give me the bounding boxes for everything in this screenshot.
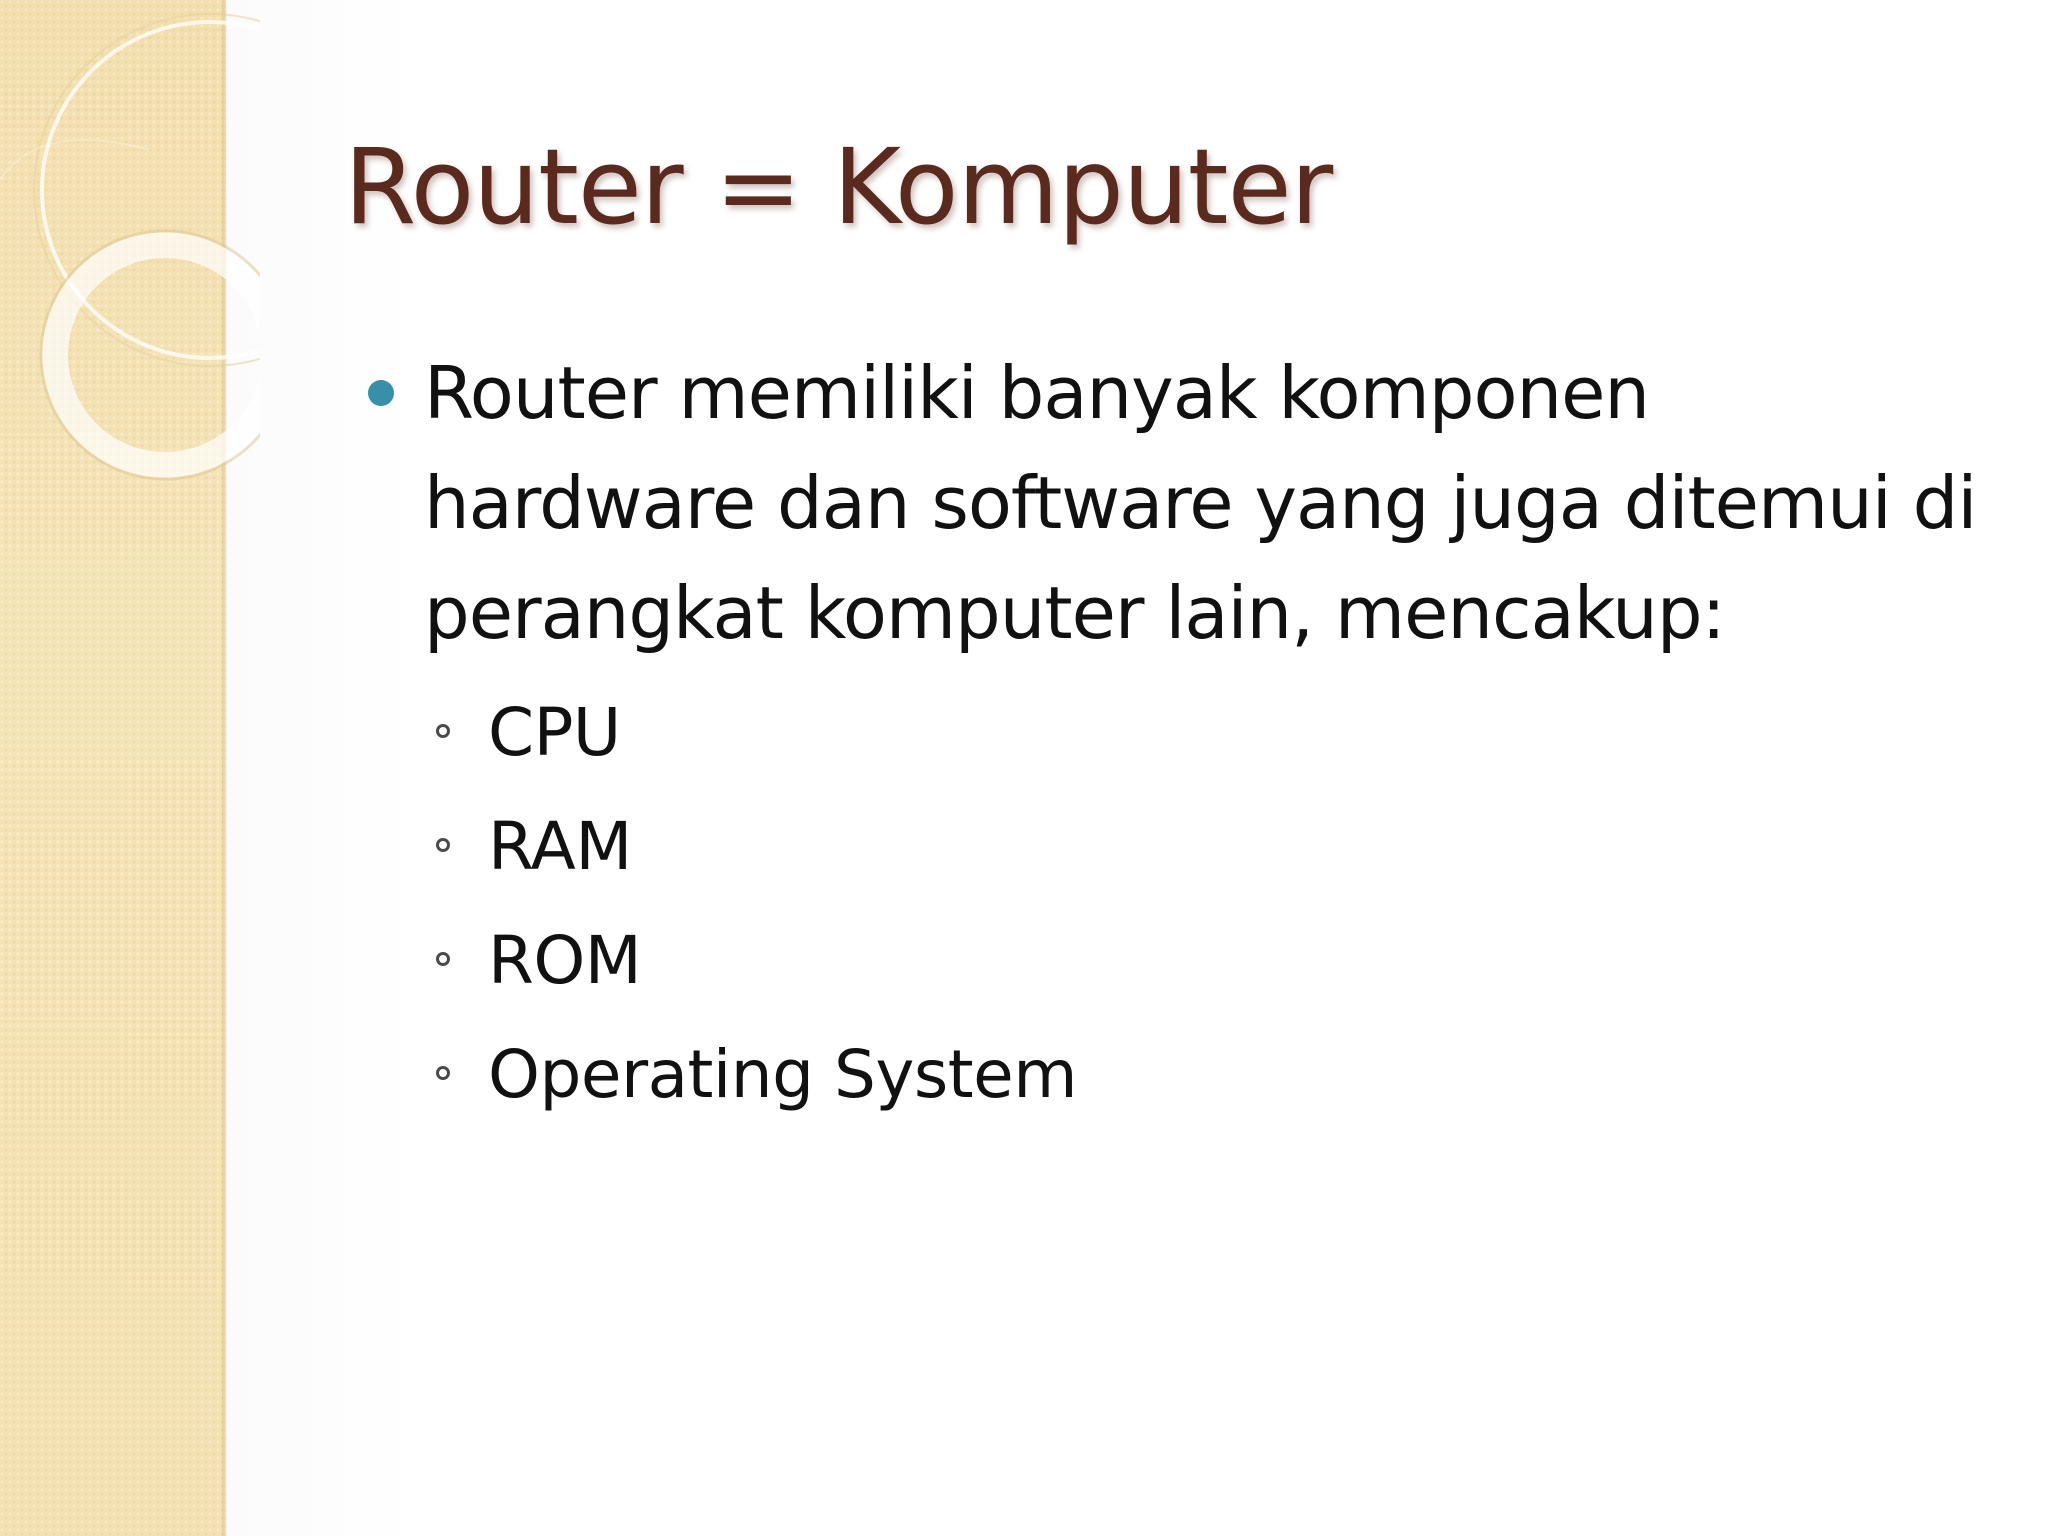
slide-title: Router = Komputer [344, 126, 1333, 248]
component-list: CPU RAM ROM Operating System [424, 676, 2002, 1132]
hollow-circle-bullet-icon [436, 1066, 450, 1080]
slide-content: Router memiliki banyak komponen hardware… [362, 338, 2002, 1132]
list-item-text: RAM [488, 808, 632, 885]
list-item: ROM [424, 904, 2002, 1018]
list-item-text: CPU [488, 694, 621, 771]
hollow-circle-bullet-icon [436, 724, 450, 738]
list-item-text: ROM [488, 922, 642, 999]
list-item: RAM [424, 790, 2002, 904]
list-item: CPU [424, 676, 2002, 790]
bullet-dot-icon [368, 380, 394, 406]
hollow-circle-bullet-icon [436, 952, 450, 966]
side-panel-edge [222, 0, 228, 1536]
hollow-circle-bullet-icon [436, 838, 450, 852]
decorative-rings-graphic [0, 13, 260, 481]
list-item: Operating System [424, 1018, 2002, 1132]
list-item-text: Operating System [488, 1036, 1078, 1113]
main-bullet-text: Router memiliki banyak komponen hardware… [424, 351, 1977, 655]
main-bullet: Router memiliki banyak komponen hardware… [362, 338, 2002, 668]
